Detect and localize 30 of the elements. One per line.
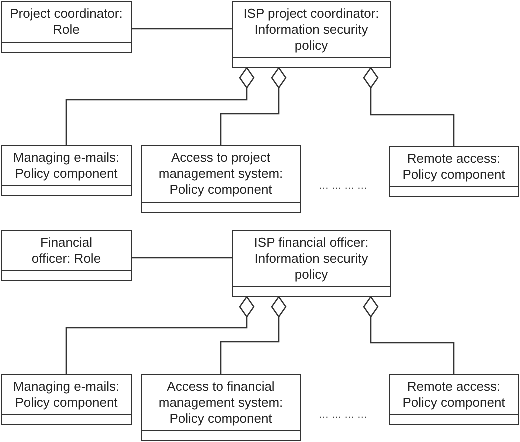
class-name: Managing e-mails: Policy component — [12, 150, 121, 182]
class-box — [141, 145, 301, 213]
ellipsis-text: … … … … — [319, 410, 368, 422]
ellipsis-text: … … … … — [319, 181, 368, 193]
aggregation-connector — [66, 67, 255, 145]
association-line — [132, 28, 232, 30]
class-box — [1, 145, 132, 196]
class-name: Project coordinator: Role — [9, 6, 124, 38]
class-box — [389, 374, 519, 425]
aggregation-connector — [363, 296, 455, 374]
class-box — [1, 374, 132, 425]
class-box — [389, 146, 519, 197]
class-box — [232, 230, 391, 297]
class-name: Financial officer: Role — [30, 234, 102, 266]
class-name: Managing e-mails: Policy component — [12, 378, 121, 410]
class-box — [232, 1, 391, 68]
class-name: Remote access: Policy component — [402, 150, 506, 182]
class-name: Remote access: Policy component — [402, 378, 506, 410]
class-box — [141, 374, 301, 441]
aggregation-connector — [66, 296, 255, 374]
class-box — [1, 230, 132, 281]
class-name: ISP financial officer: Information security policy — [253, 234, 370, 282]
class-name: Access to project management system: Policy component — [158, 150, 284, 198]
class-name: ISP project coordinator: Information security policy — [242, 6, 380, 54]
aggregation-connector — [220, 296, 287, 374]
class-box — [1, 1, 132, 53]
aggregation-connector — [220, 67, 287, 145]
class-name: Access to financial management system: Policy component — [158, 378, 284, 426]
aggregation-connector — [363, 67, 455, 146]
association-line — [132, 257, 232, 259]
